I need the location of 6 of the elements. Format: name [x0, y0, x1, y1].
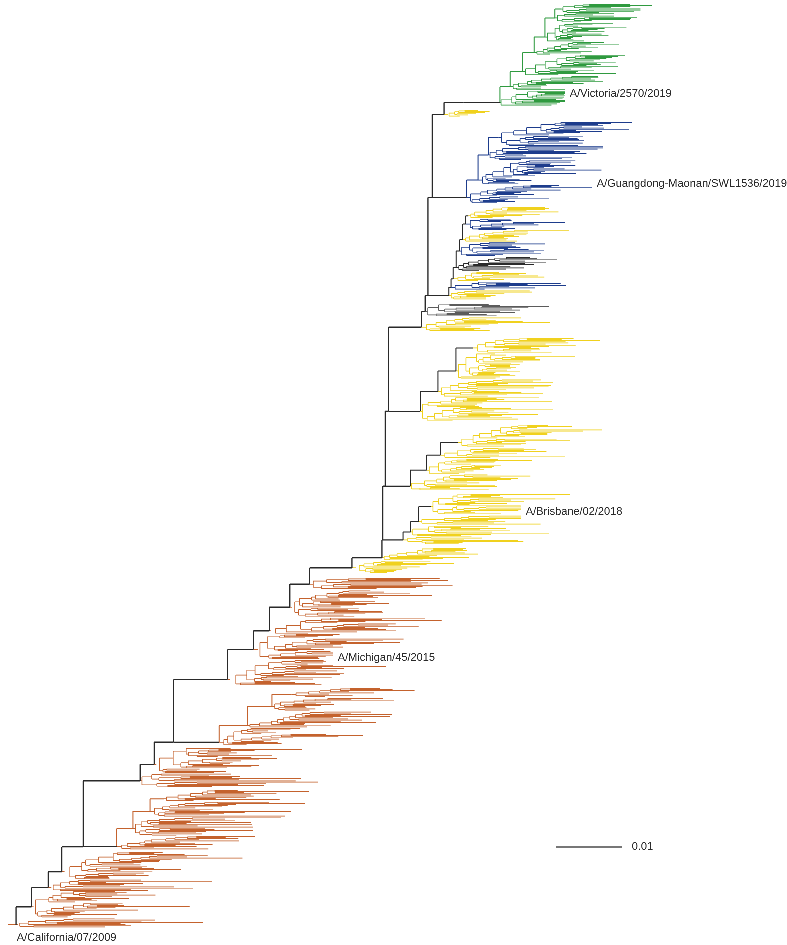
strain-label: A/Guangdong-Maonan/SWL1536/2019 [597, 178, 787, 190]
strain-label: A/Brisbane/02/2018 [526, 506, 623, 518]
strain-label: A/California/07/2009 [17, 932, 117, 944]
strain-label: A/Victoria/2570/2019 [570, 88, 672, 100]
scale-bar-value: 0.01 [632, 841, 654, 853]
strain-label: A/Michigan/45/2015 [338, 652, 436, 664]
